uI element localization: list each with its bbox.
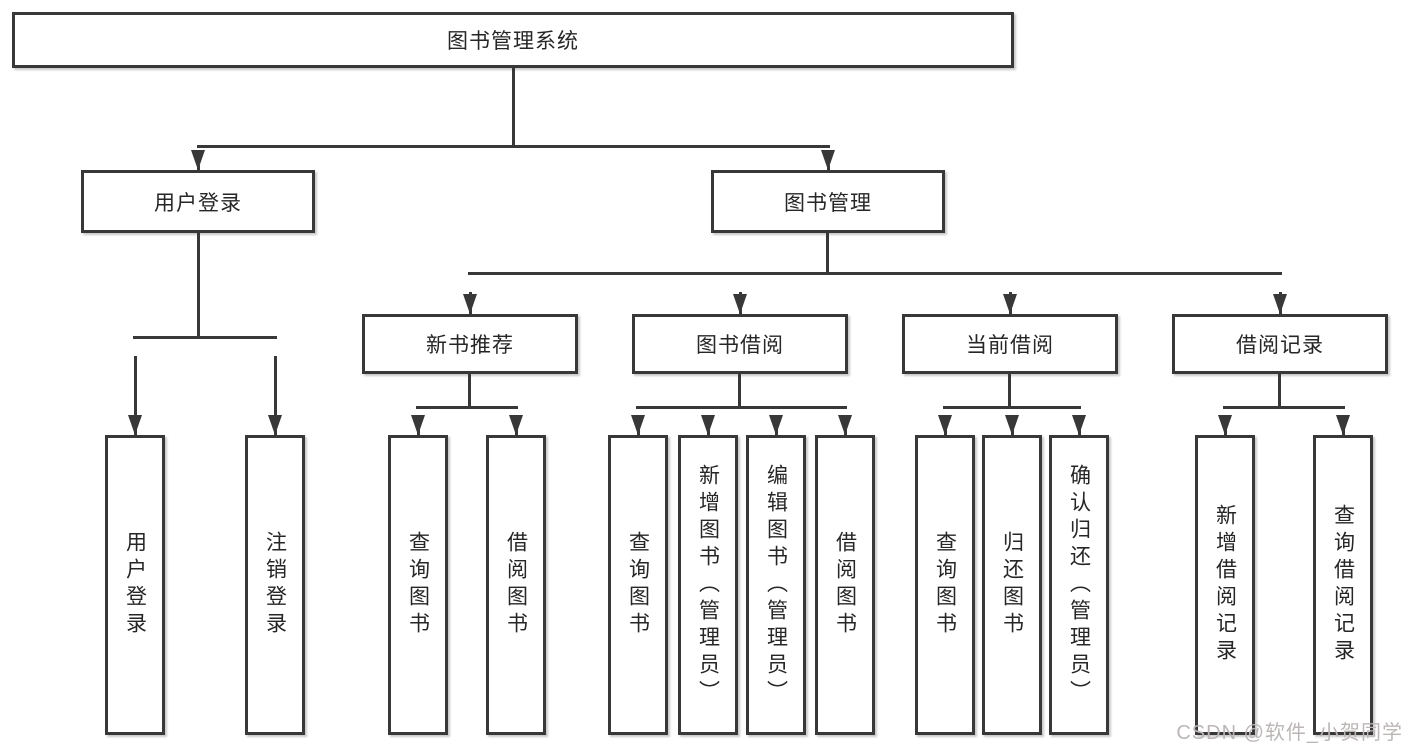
arrow-to-book-borrow xyxy=(733,292,747,319)
connector-book-borrow-stem xyxy=(738,374,741,408)
node-user-login-label: 用户登录 xyxy=(154,191,242,215)
leaf-newbook-borrow: 借阅图书 xyxy=(486,435,546,735)
node-root-label: 图书管理系统 xyxy=(447,30,579,53)
leaf-borrow-query: 查询图书 xyxy=(608,435,668,735)
node-borrow-records-label: 借阅记录 xyxy=(1236,334,1324,357)
leaf-current-query-label: 查询图书 xyxy=(933,531,957,639)
leaf-newbook-query: 查询图书 xyxy=(388,435,448,735)
node-current-borrow: 当前借阅 xyxy=(902,314,1118,374)
node-new-book: 新书推荐 xyxy=(362,314,578,374)
arrow-to-newbook-borrow xyxy=(509,415,523,440)
arrow-to-user-login xyxy=(191,150,205,175)
node-root: 图书管理系统 xyxy=(12,12,1014,68)
leaf-borrow-add: 新增图书（管理员） xyxy=(678,435,738,735)
arrow-to-book-mgmt xyxy=(821,150,835,175)
arrow-to-records-query xyxy=(1336,415,1350,440)
leaf-newbook-borrow-label: 借阅图书 xyxy=(504,531,528,639)
arrow-to-leaf-user-login xyxy=(128,356,142,440)
connector-book-mgmt-stem xyxy=(826,233,829,275)
leaf-borrow-add-label: 新增图书（管理员） xyxy=(696,463,720,707)
leaf-borrow-edit: 编辑图书（管理员） xyxy=(746,435,806,735)
leaf-current-query: 查询图书 xyxy=(915,435,975,735)
leaf-current-confirm-label: 确认归还（管理员） xyxy=(1067,463,1091,707)
node-new-book-label: 新书推荐 xyxy=(426,334,514,357)
leaf-records-add-label: 新增借阅记录 xyxy=(1213,504,1237,666)
leaf-borrow-edit-label: 编辑图书（管理员） xyxy=(764,463,788,707)
connector-new-book-bus xyxy=(416,406,518,409)
arrow-to-borrow-add xyxy=(701,415,715,440)
connector-borrow-records-bus xyxy=(1223,406,1345,409)
connector-current-borrow-stem xyxy=(1008,374,1011,408)
arrow-to-new-book xyxy=(463,292,477,319)
arrow-to-newbook-query xyxy=(411,415,425,440)
leaf-user-login-label: 用户登录 xyxy=(123,531,147,639)
csdn-watermark: CSDN @软件_小贺同学 xyxy=(1176,722,1403,744)
leaf-current-return-label: 归还图书 xyxy=(1000,531,1024,639)
node-borrow-records: 借阅记录 xyxy=(1172,314,1388,374)
connector-current-borrow-bus xyxy=(943,406,1081,409)
connector-user-login-bus xyxy=(133,336,277,339)
leaf-newbook-query-label: 查询图书 xyxy=(406,531,430,639)
connector-book-borrow-bus xyxy=(636,406,847,409)
connector-new-book-stem xyxy=(468,374,471,408)
arrow-to-borrow-records xyxy=(1273,292,1287,319)
arrow-to-leaf-logout xyxy=(268,356,282,440)
node-book-mgmt: 图书管理 xyxy=(711,170,945,233)
leaf-logout-label: 注销登录 xyxy=(263,531,287,639)
leaf-records-query: 查询借阅记录 xyxy=(1313,435,1373,735)
arrow-to-borrow-borrow xyxy=(838,415,852,440)
connector-book-mgmt-bus xyxy=(468,272,1282,275)
leaf-borrow-borrow-label: 借阅图书 xyxy=(833,531,857,639)
connector-root-bus xyxy=(197,145,830,148)
arrow-to-records-add xyxy=(1218,415,1232,440)
arrow-to-current-confirm xyxy=(1072,415,1086,440)
connector-borrow-records-stem xyxy=(1278,374,1281,408)
leaf-current-confirm: 确认归还（管理员） xyxy=(1049,435,1109,735)
node-book-borrow-label: 图书借阅 xyxy=(696,334,784,357)
leaf-current-return: 归还图书 xyxy=(982,435,1042,735)
leaf-logout: 注销登录 xyxy=(245,435,305,735)
leaf-records-add: 新增借阅记录 xyxy=(1195,435,1255,735)
arrow-to-current-borrow xyxy=(1003,292,1017,319)
connector-user-login-stem xyxy=(197,233,200,338)
leaf-records-query-label: 查询借阅记录 xyxy=(1331,504,1355,666)
node-current-borrow-label: 当前借阅 xyxy=(966,334,1054,357)
node-book-borrow: 图书借阅 xyxy=(632,314,848,374)
arrow-to-current-query xyxy=(938,415,952,440)
connector-root-stem xyxy=(512,68,515,148)
leaf-borrow-borrow: 借阅图书 xyxy=(815,435,875,735)
leaf-borrow-query-label: 查询图书 xyxy=(626,531,650,639)
leaf-user-login: 用户登录 xyxy=(105,435,165,735)
node-user-login: 用户登录 xyxy=(81,170,315,233)
arrow-to-current-return xyxy=(1005,415,1019,440)
node-book-mgmt-label: 图书管理 xyxy=(784,191,872,215)
arrow-to-borrow-query xyxy=(631,415,645,440)
arrow-to-borrow-edit xyxy=(769,415,783,440)
